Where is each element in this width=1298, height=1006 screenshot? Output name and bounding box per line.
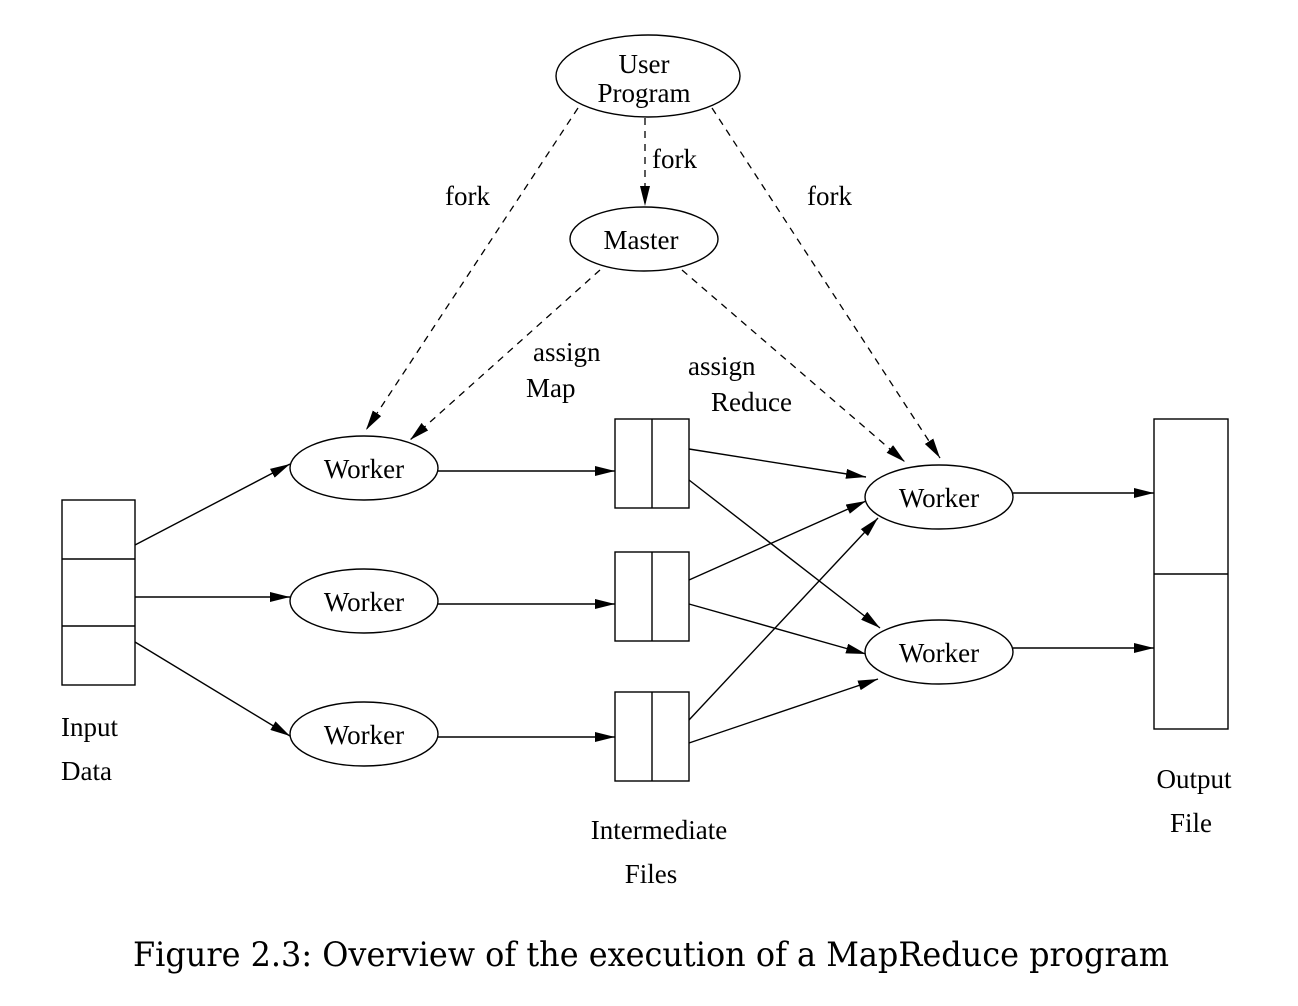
reduce-worker-2: Worker: [864, 619, 1014, 685]
map-worker-2-label: Worker: [324, 587, 404, 617]
edge-file1-reduce2: [688, 479, 881, 629]
edge-file3-reduce1: [688, 517, 879, 721]
user-program-node: User Program: [555, 34, 741, 118]
map-worker-3: Worker: [289, 701, 439, 767]
assign-reduce-label-line2: Reduce: [711, 387, 792, 417]
map-worker-1: Worker: [289, 435, 439, 501]
assign-map-label-line2: Map: [526, 373, 576, 403]
output-file-label-line2: File: [1170, 808, 1212, 838]
master-node: Master: [569, 206, 719, 272]
edge-file1-reduce1: [688, 448, 867, 479]
input-data-block: [61, 499, 136, 686]
output-file-label-line1: Output: [1156, 764, 1232, 794]
map-worker-3-label: Worker: [324, 720, 404, 750]
edge-file2-reduce2: [688, 603, 867, 655]
fork-label-left: fork: [445, 181, 490, 211]
output-file-block: [1153, 418, 1229, 730]
master-label: Master: [604, 225, 679, 255]
intermediate-file-2: [614, 551, 690, 642]
input-data-label-line1: Input: [61, 712, 118, 742]
map-worker-1-label: Worker: [324, 454, 404, 484]
fork-label-center: fork: [652, 144, 697, 174]
edge-file3-reduce2: [688, 678, 879, 744]
figure-caption: Figure 2.3: Overview of the execution of…: [133, 935, 1169, 975]
edge-assign-map: [409, 269, 601, 441]
fork-label-right: fork: [807, 181, 852, 211]
user-program-label-line1: User: [619, 49, 670, 79]
intermediate-files-label-line2: Files: [625, 859, 678, 889]
edge-assign-reduce: [681, 269, 906, 463]
assign-reduce-label-line1: assign: [688, 351, 756, 381]
reduce-worker-1: Worker: [864, 464, 1014, 530]
intermediate-file-3: [614, 691, 690, 782]
assign-map-label-line1: assign: [533, 337, 601, 367]
edge-file2-reduce1: [688, 500, 867, 581]
user-program-label-line2: Program: [598, 78, 691, 108]
map-worker-2: Worker: [289, 568, 439, 634]
reduce-worker-1-label: Worker: [899, 483, 979, 513]
reduce-worker-2-label: Worker: [899, 638, 979, 668]
edge-fork-right: [711, 107, 941, 459]
input-data-label-line2: Data: [61, 756, 112, 786]
edge-input-worker3: [134, 641, 291, 737]
intermediate-files-label-line1: Intermediate: [591, 815, 727, 845]
intermediate-file-1: [614, 418, 690, 509]
edge-input-worker1: [134, 463, 291, 546]
